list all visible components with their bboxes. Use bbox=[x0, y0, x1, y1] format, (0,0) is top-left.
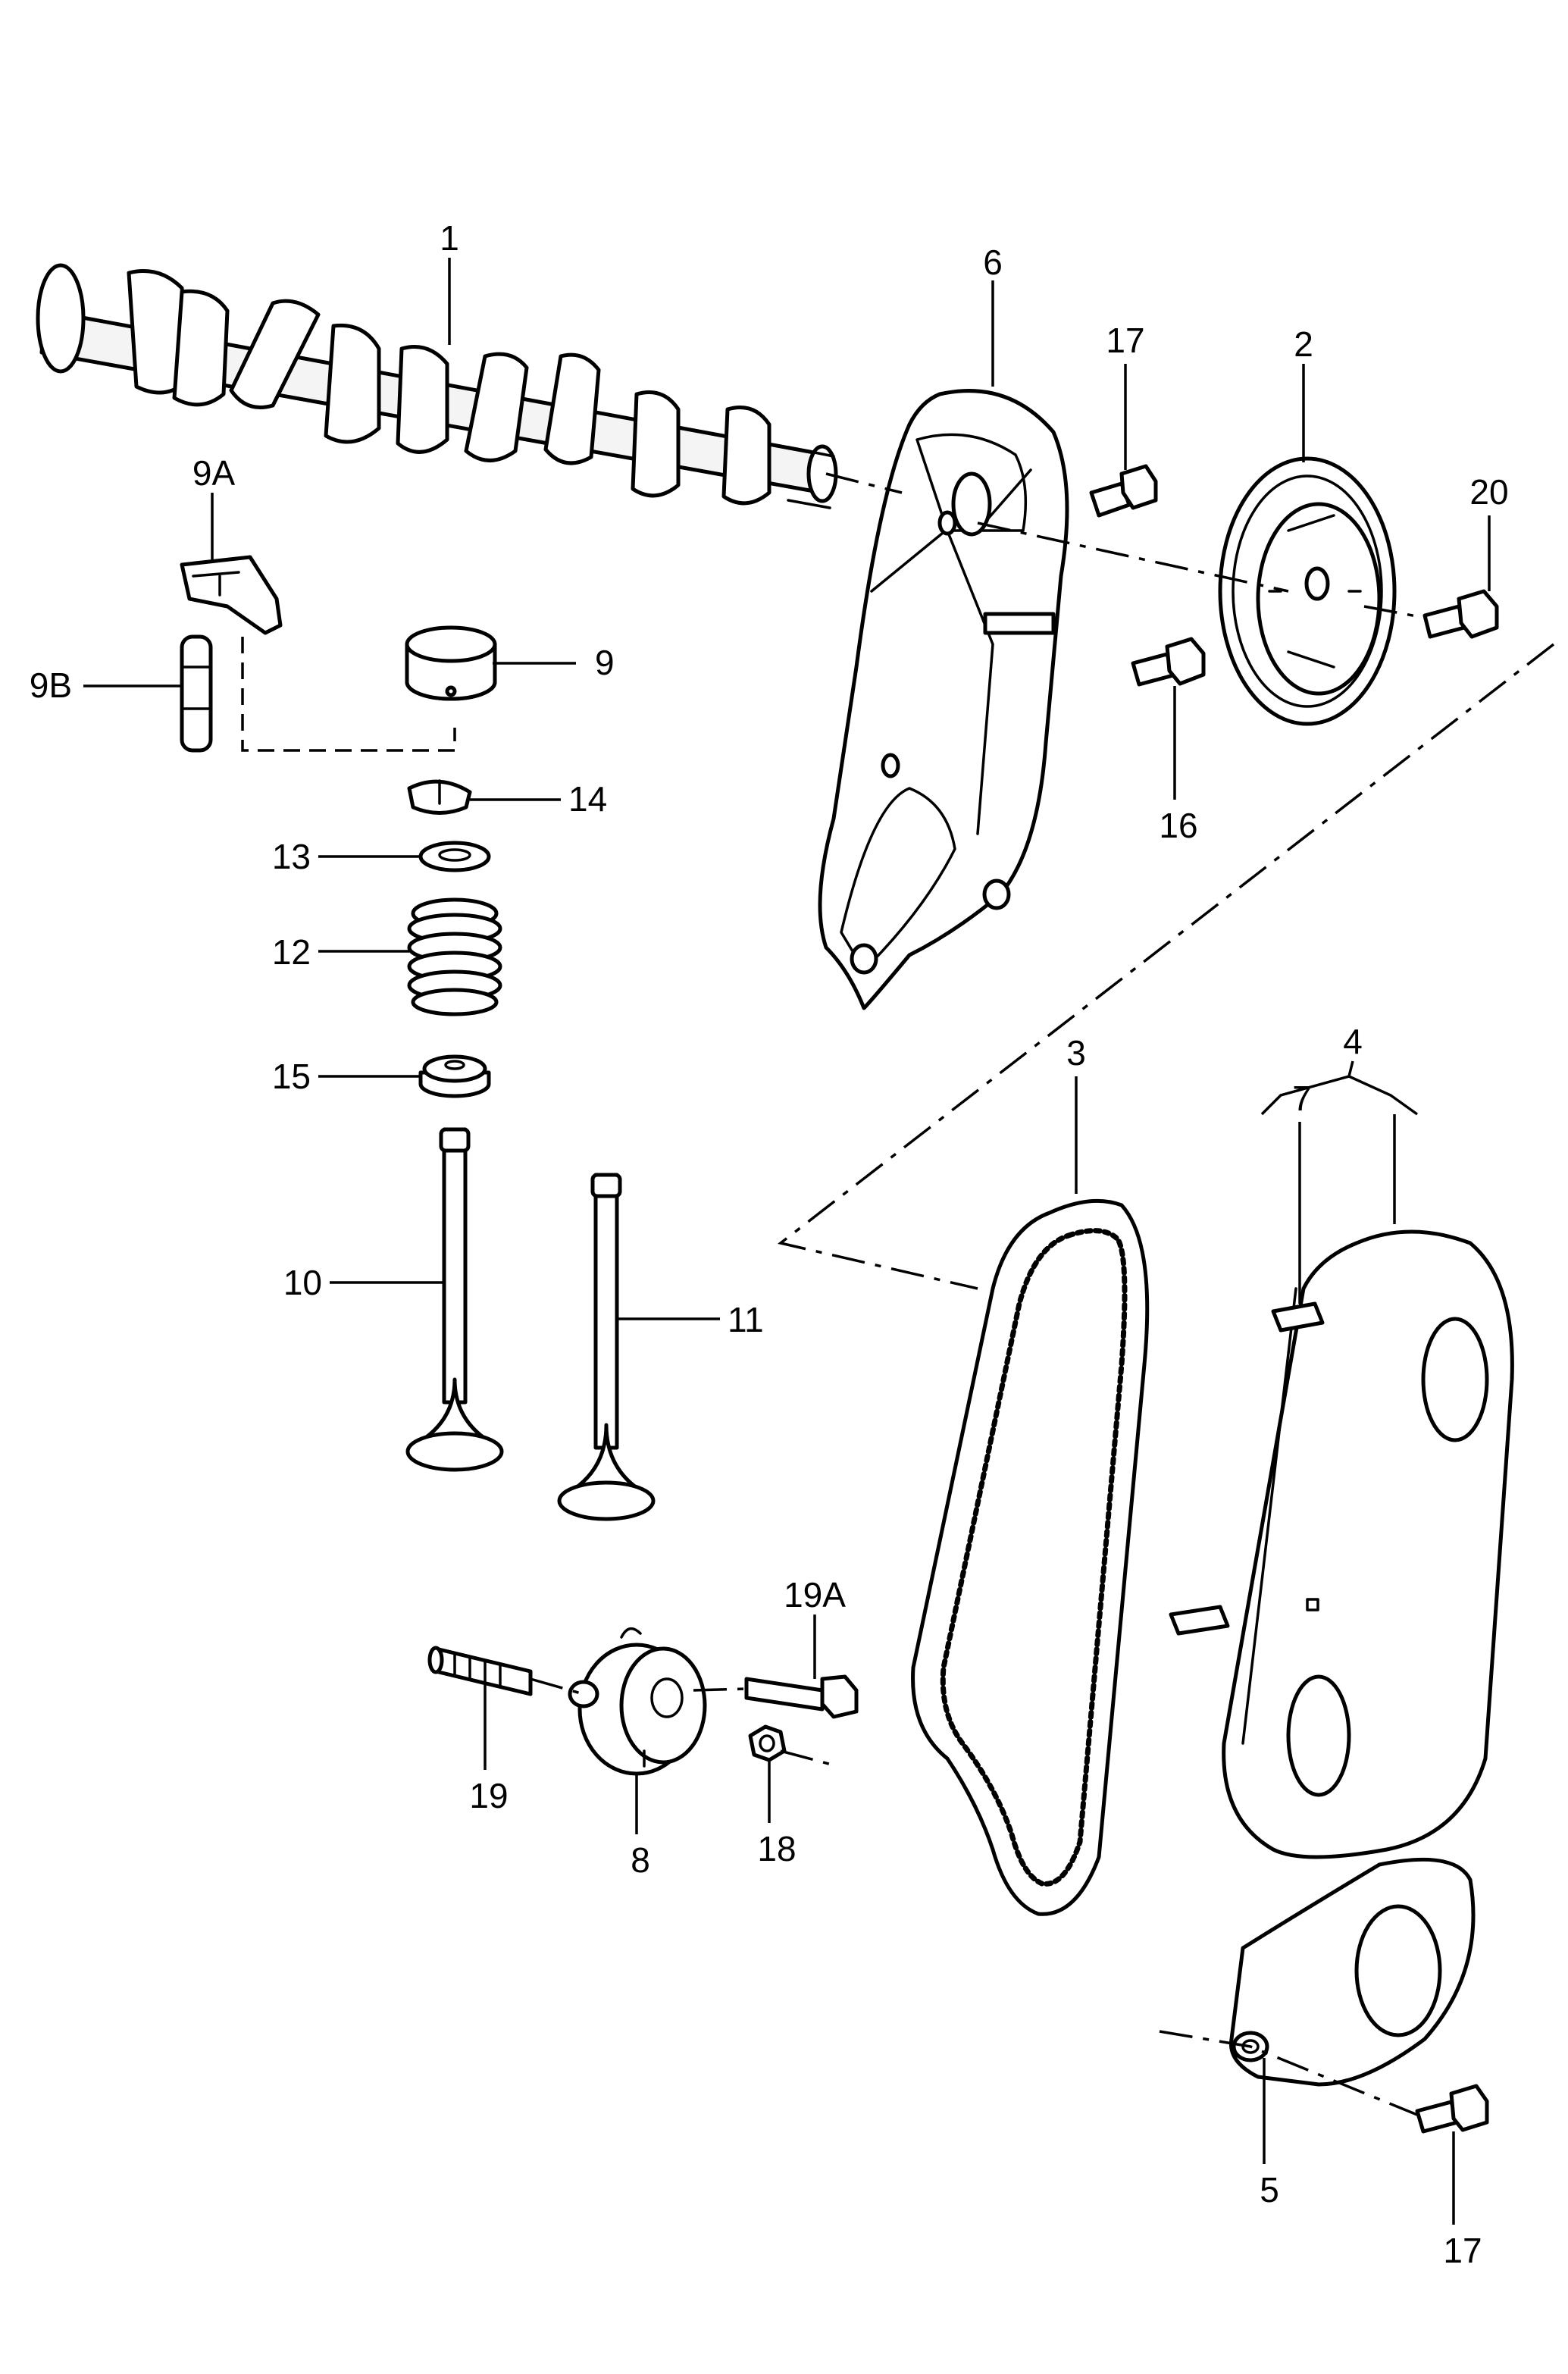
callout-3: 3 bbox=[1066, 1033, 1086, 1073]
callout-17-upper: 17 bbox=[1106, 321, 1144, 360]
alignment-line-tensioner bbox=[530, 1677, 838, 1768]
callout-8: 8 bbox=[631, 1840, 650, 1880]
callout-17-lower: 17 bbox=[1443, 2231, 1482, 2270]
callout-11: 11 bbox=[728, 1300, 764, 1339]
bolt-19a bbox=[744, 1674, 859, 1719]
valve-stem-seal-15 bbox=[418, 1054, 491, 1098]
camshaft-sprocket bbox=[1218, 456, 1397, 726]
rocker-arm-9a bbox=[180, 555, 283, 635]
callout-15: 15 bbox=[272, 1057, 311, 1096]
callout-9b: 9B bbox=[30, 666, 72, 705]
callout-19a: 19A bbox=[784, 1575, 846, 1615]
callout-4: 4 bbox=[1343, 1022, 1363, 1061]
bolt-17-lower bbox=[1415, 2084, 1489, 2134]
bolt-17-upper bbox=[1089, 464, 1158, 518]
bolt-20 bbox=[1422, 589, 1499, 639]
callout-6: 6 bbox=[983, 243, 1003, 282]
callout-1: 1 bbox=[440, 218, 459, 258]
valve-spring-12 bbox=[407, 897, 502, 1016]
alignment-line-cover bbox=[1159, 2030, 1418, 2116]
nut-18 bbox=[748, 1724, 787, 1762]
upper-timing-cover-4 bbox=[1169, 1229, 1514, 1859]
callout-13: 13 bbox=[272, 837, 311, 876]
valve-cotters-14 bbox=[407, 779, 472, 815]
callout-2: 2 bbox=[1294, 324, 1313, 364]
leader-lines bbox=[83, 258, 1491, 2225]
callout-14: 14 bbox=[568, 779, 607, 819]
callout-20: 20 bbox=[1469, 472, 1508, 512]
valve-11 bbox=[557, 1173, 656, 1521]
callout-9a: 9A bbox=[192, 453, 236, 493]
callout-9: 9 bbox=[595, 643, 615, 682]
alignment-line-sprocket bbox=[977, 521, 1289, 593]
tensioner-8 bbox=[568, 1627, 707, 1776]
callout-12: 12 bbox=[272, 932, 311, 972]
callout-7: 7 bbox=[1292, 1079, 1312, 1118]
hydraulic-element-9b bbox=[180, 634, 213, 753]
callout-18: 18 bbox=[757, 1829, 796, 1868]
timing-belt-3 bbox=[911, 1198, 1150, 1916]
rear-timing-cover bbox=[818, 389, 1069, 1010]
callout-16: 16 bbox=[1159, 806, 1197, 845]
lifter-dash-link bbox=[241, 637, 456, 752]
camshaft bbox=[36, 263, 838, 509]
alignment-line-bolt20 bbox=[1363, 605, 1426, 619]
bolt-16 bbox=[1131, 637, 1206, 687]
valve-10 bbox=[405, 1127, 504, 1472]
spring-retainer-13 bbox=[418, 841, 491, 872]
bucket-tappet-9 bbox=[405, 625, 497, 701]
stud-19 bbox=[427, 1646, 533, 1696]
callout-10: 10 bbox=[283, 1263, 322, 1302]
callout-labels: 1 6 17 2 20 9A 9 9B 14 16 13 12 15 3 4 7… bbox=[30, 218, 1509, 2270]
lower-timing-cover-5 bbox=[1228, 1857, 1476, 2087]
alignment-line-belt bbox=[778, 643, 1555, 1290]
callout-5: 5 bbox=[1260, 2170, 1279, 2210]
callout-19: 19 bbox=[469, 1776, 508, 1815]
alignment-line-camshaft bbox=[825, 472, 903, 494]
